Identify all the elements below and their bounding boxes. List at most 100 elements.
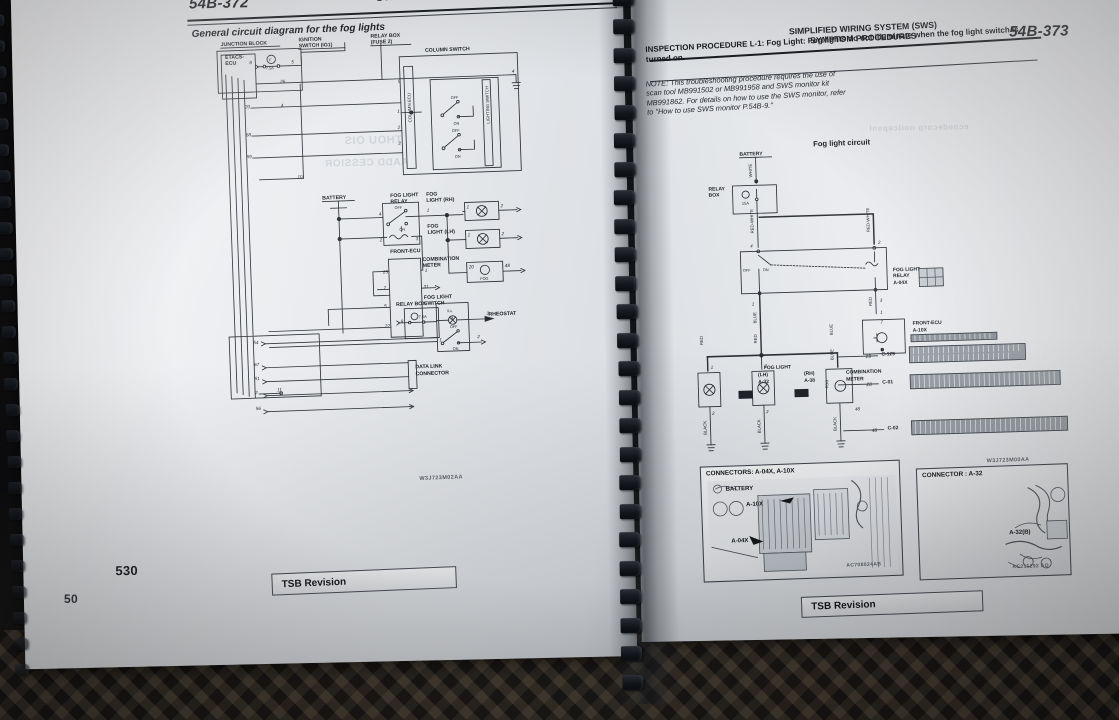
svg-text:C-02: C-02 bbox=[888, 425, 899, 431]
svg-text:BLACK: BLACK bbox=[756, 419, 761, 433]
svg-text:1: 1 bbox=[427, 208, 430, 213]
right-showthrough-ghost: ecnedecorp noitcepsnI bbox=[868, 122, 969, 133]
svg-text:RED-WHITE: RED-WHITE bbox=[865, 207, 871, 232]
svg-text:A-10X: A-10X bbox=[913, 327, 928, 333]
svg-text:LIGHTING SWITCH: LIGHTING SWITCH bbox=[484, 86, 490, 124]
svg-text:4: 4 bbox=[512, 69, 515, 74]
svg-text:C-01: C-01 bbox=[882, 379, 893, 385]
comb-tooth bbox=[1, 300, 16, 313]
comb-tooth bbox=[3, 352, 18, 365]
comb-tooth bbox=[5, 404, 20, 417]
svg-text:DATA LINK: DATA LINK bbox=[415, 363, 442, 370]
svg-text:5: 5 bbox=[384, 303, 387, 308]
comb-tooth bbox=[614, 104, 636, 120]
comb-tooth bbox=[615, 275, 637, 291]
comb-tooth bbox=[618, 360, 640, 377]
comb-tooth bbox=[612, 0, 634, 6]
comb-tooth bbox=[619, 588, 642, 605]
comb-tooth bbox=[4, 378, 19, 391]
comb-tooth bbox=[14, 637, 29, 651]
comb-tooth bbox=[6, 429, 21, 443]
svg-text:ECU: ECU bbox=[225, 61, 236, 67]
left-page-code: 54B-372 bbox=[188, 0, 249, 13]
comb-tooth bbox=[0, 14, 5, 27]
svg-text:8: 8 bbox=[249, 60, 252, 65]
svg-text:59: 59 bbox=[247, 154, 253, 159]
svg-text:OFF: OFF bbox=[452, 129, 460, 133]
svg-text:FOG: FOG bbox=[426, 192, 437, 198]
comb-tooth bbox=[613, 18, 635, 35]
svg-text:RED: RED bbox=[699, 336, 704, 345]
comb-tooth bbox=[618, 389, 641, 405]
svg-text:COMBINATION: COMBINATION bbox=[846, 369, 882, 376]
svg-text:68: 68 bbox=[246, 132, 252, 137]
svg-text:2: 2 bbox=[476, 334, 480, 339]
svg-text:FRONT-ECU: FRONT-ECU bbox=[912, 320, 942, 327]
svg-text:A-32(B): A-32(B) bbox=[1009, 530, 1031, 537]
svg-text:RELAY: RELAY bbox=[390, 199, 408, 206]
svg-text:(RH): (RH) bbox=[804, 371, 815, 377]
left-tsb-revision-box: TSB Revision bbox=[271, 566, 458, 596]
svg-text:2: 2 bbox=[397, 125, 401, 130]
svg-text:1: 1 bbox=[880, 310, 883, 315]
svg-text:JUNCTION BLOCK: JUNCTION BLOCK bbox=[221, 40, 268, 48]
left-page: 54B-372 SYMPTOM PROCEDURES General circu… bbox=[10, 0, 638, 670]
svg-text:20: 20 bbox=[865, 382, 872, 388]
svg-text:2: 2 bbox=[397, 141, 401, 146]
svg-text:56: 56 bbox=[256, 406, 262, 411]
left-tsb-label: TSB Revision bbox=[281, 576, 347, 590]
svg-text:31: 31 bbox=[423, 284, 429, 289]
comb-tooth bbox=[619, 531, 641, 548]
svg-text:2: 2 bbox=[877, 240, 881, 245]
svg-text:4: 4 bbox=[750, 243, 753, 248]
comb-tooth bbox=[613, 47, 635, 63]
svg-text:BATTERY: BATTERY bbox=[739, 151, 763, 158]
comb-tooth bbox=[619, 503, 641, 519]
svg-text:2: 2 bbox=[501, 231, 505, 236]
comb-tooth bbox=[614, 218, 636, 234]
comb-tooth bbox=[0, 66, 7, 79]
svg-text:OFF: OFF bbox=[395, 206, 403, 210]
comb-tooth bbox=[13, 611, 28, 625]
comb-tooth bbox=[10, 533, 25, 547]
comb-tooth bbox=[0, 274, 15, 287]
svg-text:OFF: OFF bbox=[450, 325, 458, 329]
comb-tooth bbox=[621, 645, 643, 662]
comb-tooth bbox=[620, 617, 642, 633]
svg-text:BLUE: BLUE bbox=[752, 312, 757, 324]
comb-tooth bbox=[619, 560, 641, 576]
comb-tooth bbox=[613, 132, 636, 149]
connector-box-2: CONNECTOR : A-32 bbox=[915, 463, 1072, 581]
svg-text:ILL: ILL bbox=[447, 309, 452, 313]
comb-tooth bbox=[622, 674, 644, 690]
svg-text:4: 4 bbox=[451, 316, 454, 321]
svg-text:OFF: OFF bbox=[451, 96, 459, 100]
comb-tooth bbox=[619, 474, 641, 491]
svg-text:RELAY: RELAY bbox=[708, 186, 725, 193]
right-tsb-label: TSB Revision bbox=[811, 599, 876, 613]
comb-tooth bbox=[617, 332, 639, 348]
comb-tooth bbox=[12, 585, 27, 599]
comb-tooth bbox=[0, 92, 8, 105]
comb-tooth bbox=[0, 170, 11, 183]
svg-text:48: 48 bbox=[872, 428, 878, 434]
right-tsb-revision-box: TSB Revision bbox=[800, 590, 984, 618]
comb-tooth bbox=[7, 455, 22, 469]
comb-tooth bbox=[9, 507, 24, 521]
connector-box-1-code: AC708024AB bbox=[846, 561, 882, 569]
svg-text:19: 19 bbox=[865, 354, 871, 360]
svg-text:FOG: FOG bbox=[427, 223, 438, 229]
svg-text:1: 1 bbox=[468, 232, 471, 237]
svg-text:BLACK: BLACK bbox=[702, 421, 707, 435]
svg-text:OFF: OFF bbox=[743, 268, 751, 272]
comb-tooth bbox=[614, 246, 636, 263]
comb-tooth bbox=[619, 446, 641, 462]
comb-tooth bbox=[0, 196, 12, 209]
svg-text:1: 1 bbox=[439, 337, 442, 342]
comb-tooth bbox=[0, 40, 6, 53]
svg-text:48: 48 bbox=[855, 406, 861, 411]
svg-text:LIGHT (LH): LIGHT (LH) bbox=[427, 229, 455, 236]
comb-tooth bbox=[0, 144, 10, 157]
comb-tooth bbox=[0, 118, 9, 131]
